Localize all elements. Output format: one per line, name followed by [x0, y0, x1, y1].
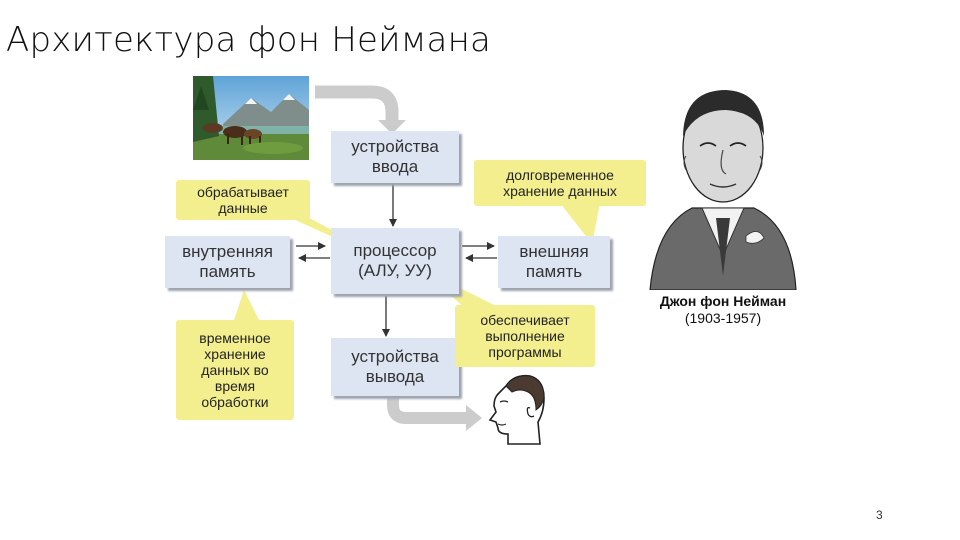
portrait-name: Джон фон Нейман [626, 293, 820, 309]
processes-note: обрабатывает данные [176, 180, 310, 220]
long-term-storage-note: долговременное хранение данных [474, 160, 646, 206]
output-flow-arrow [393, 398, 470, 418]
output-flow-arrowhead [466, 405, 482, 431]
processes-note-text: обрабатывает данные [193, 184, 293, 216]
external-memory-label: внешняя память [508, 242, 600, 282]
input-device-label: устройства ввода [345, 137, 445, 177]
processor-label: процессор (АЛУ, УУ) [340, 241, 450, 281]
input-device-box: устройства ввода [331, 131, 459, 183]
long-term-storage-text: долговременное хранение данных [485, 167, 635, 199]
von-neumann-portrait [646, 76, 800, 290]
temporary-storage-text: временное хранение данных во время обраб… [187, 330, 283, 410]
page-number: 3 [876, 508, 883, 522]
landscape-photo [193, 76, 309, 160]
internal-memory-box: внутренняя память [165, 236, 290, 288]
external-memory-box: внешняя память [498, 236, 610, 288]
input-flow-arrow [315, 92, 392, 124]
output-device-label: устройства вывода [345, 347, 445, 387]
executes-program-note: обеспечивает выполнение программы [455, 305, 595, 367]
output-device-box: устройства вывода [331, 338, 459, 396]
temporary-storage-note: временное хранение данных во время обраб… [176, 320, 294, 420]
slide-title: Архитектура фон Неймана [6, 20, 491, 60]
portrait-years: (1903-1957) [626, 310, 820, 326]
internal-memory-label: внутренняя память [172, 242, 284, 282]
processor-box: процессор (АЛУ, УУ) [331, 228, 459, 294]
person-head-illustration [484, 372, 548, 446]
executes-program-text: обеспечивает выполнение программы [471, 312, 579, 360]
